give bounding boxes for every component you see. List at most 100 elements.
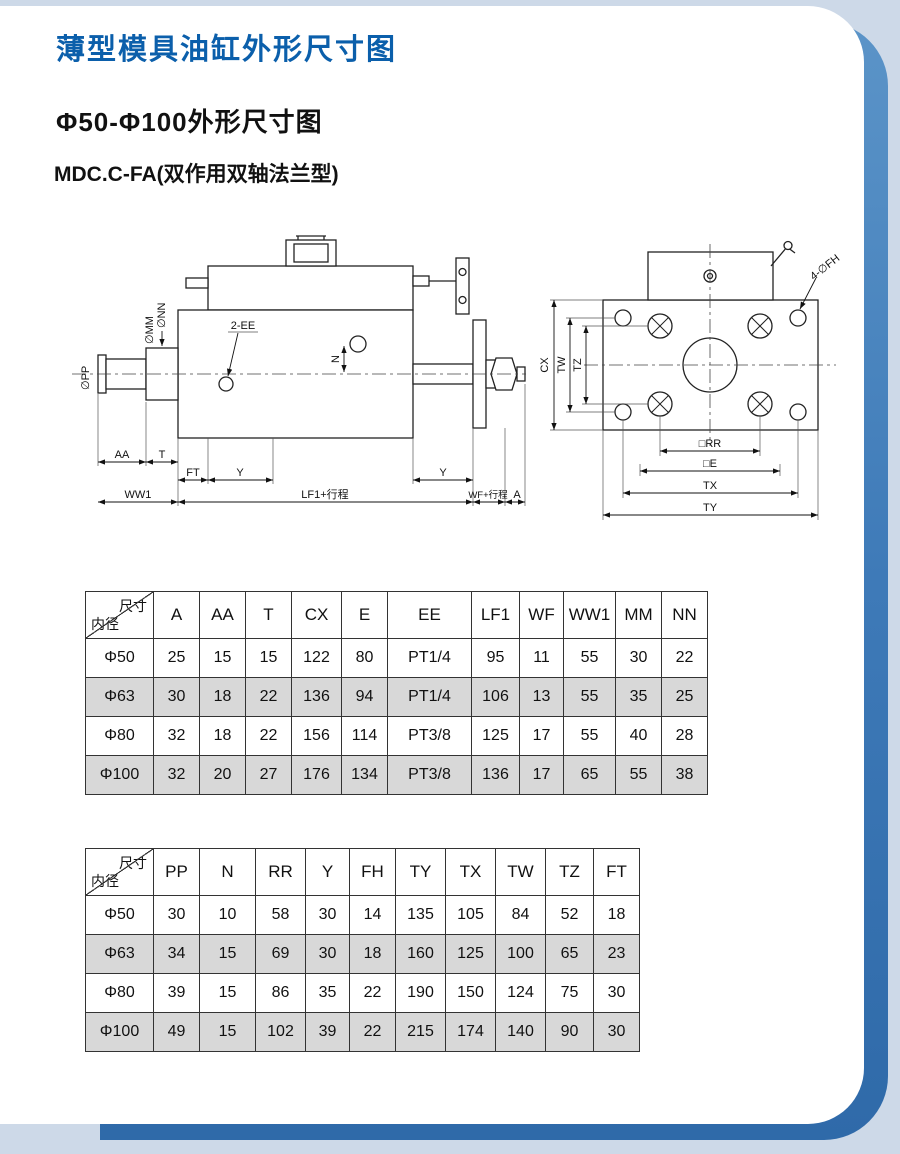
row-label: Φ80: [85, 973, 154, 1013]
table-cell: 90: [545, 1012, 594, 1052]
col-header: TZ: [545, 848, 594, 896]
row-label: Φ63: [85, 934, 154, 974]
table-cell: 22: [349, 1012, 396, 1052]
table-row: Φ80 32 18 22 156 114 PT3/8 125 17 55 40 …: [85, 716, 708, 756]
table-cell: 124: [495, 973, 546, 1013]
table-cell: 23: [593, 934, 640, 974]
table-cell: 30: [615, 638, 662, 678]
table-cell: 75: [545, 973, 594, 1013]
table-cell: 25: [661, 677, 708, 717]
front-view-drawing: CX TW TZ 4-∅FH □RR □E TX TY: [539, 240, 842, 520]
table2-corner-cell: 尺寸 内径: [85, 848, 154, 896]
table-cell: 20: [199, 755, 246, 795]
table-cell: 30: [153, 895, 200, 935]
table-cell: 94: [341, 677, 388, 717]
dimension-table-1: 尺寸 内径 A AA T CX E EE LF1 WF WW1 MM NN Φ5…: [85, 591, 708, 795]
table-cell: 136: [291, 677, 342, 717]
table-cell: 15: [245, 638, 292, 678]
col-header: EE: [387, 591, 472, 639]
table-cell: 22: [245, 716, 292, 756]
table-cell: 35: [305, 973, 350, 1013]
table-cell: 32: [153, 716, 200, 756]
extension-lines: [97, 331, 526, 506]
table-cell: 95: [471, 638, 520, 678]
dim-label-ee: 2-EE: [231, 320, 255, 332]
table-cell: 30: [305, 934, 350, 974]
table-cell: 17: [519, 755, 564, 795]
dim-label-a: A: [513, 489, 521, 501]
corner-hole: [789, 403, 807, 421]
table-row: Φ80 39 15 86 35 22 190 150 124 75 30: [85, 973, 640, 1013]
table-cell: 22: [245, 677, 292, 717]
section-subtitle: Φ50-Φ100外形尺寸图: [56, 107, 323, 137]
dim-label-wf: WF+行程: [468, 489, 508, 501]
table-row: Φ100 32 20 27 176 134 PT3/8 136 17 65 55…: [85, 755, 708, 795]
port-hole: [218, 376, 234, 392]
table-cell: 106: [471, 677, 520, 717]
col-header: AA: [199, 591, 246, 639]
corner-label-size: 尺寸: [119, 855, 147, 871]
dim-label-t: T: [159, 449, 166, 461]
col-header: CX: [291, 591, 342, 639]
table-cell: PT3/8: [387, 716, 472, 756]
col-header: FH: [349, 848, 396, 896]
table-cell: 30: [593, 1012, 640, 1052]
table-cell: 22: [661, 638, 708, 678]
table-cell: 25: [153, 638, 200, 678]
table-cell: 80: [341, 638, 388, 678]
table-cell: 15: [199, 934, 256, 974]
dim-label-tx: TX: [703, 480, 718, 492]
dim-label-y1: Y: [236, 467, 244, 479]
table-cell: 105: [445, 895, 496, 935]
table-cell: 30: [593, 973, 640, 1013]
col-header: E: [341, 591, 388, 639]
corner-label-bore: 内径: [91, 873, 119, 889]
page-title: 薄型模具油缸外形尺寸图: [56, 34, 398, 66]
table-cell: 52: [545, 895, 594, 935]
dim-label-fh: 4-∅FH: [808, 252, 842, 282]
table-cell: 84: [495, 895, 546, 935]
corner-hole: [789, 309, 807, 327]
dim-label-rr: □RR: [699, 438, 722, 450]
table-cell: 160: [395, 934, 446, 974]
table-cell: 27: [245, 755, 292, 795]
table-cell: 22: [349, 973, 396, 1013]
col-header: N: [199, 848, 256, 896]
table-row: Φ63 34 15 69 30 18 160 125 100 65 23: [85, 934, 640, 974]
extension-lines: [550, 299, 819, 520]
table-cell: 136: [471, 755, 520, 795]
table-cell: 18: [199, 677, 246, 717]
center-lines: [584, 244, 836, 446]
table-cell: 135: [395, 895, 446, 935]
dim-label-ww1: WW1: [125, 489, 152, 501]
table-cell: 39: [153, 973, 200, 1013]
col-header: RR: [255, 848, 306, 896]
col-header: MM: [615, 591, 662, 639]
table-cell: 102: [255, 1012, 306, 1052]
dim-label-tw: TW: [556, 356, 568, 374]
bolt-cross-marks: [651, 317, 769, 413]
flange-assembly: [602, 240, 819, 431]
dim-label-ty: TY: [703, 502, 718, 514]
table-cell: 18: [349, 934, 396, 974]
table-cell: 38: [661, 755, 708, 795]
table-row: Φ100 49 15 102 39 22 215 174 140 90 30: [85, 1012, 640, 1052]
table-cell: 17: [519, 716, 564, 756]
table-cell: 55: [563, 716, 616, 756]
table-cell: 190: [395, 973, 446, 1013]
dim-label-lf1: LF1+行程: [301, 488, 348, 501]
table-cell: 13: [519, 677, 564, 717]
table-cell: 55: [615, 755, 662, 795]
table-cell: 86: [255, 973, 306, 1013]
model-label: MDC.C-FA(双作用双轴法兰型): [54, 163, 339, 186]
port-hole: [349, 335, 367, 353]
table-cell: 114: [341, 716, 388, 756]
dim-label-nn: ∅NN: [156, 302, 168, 328]
table-cell: 30: [305, 895, 350, 935]
col-header: TX: [445, 848, 496, 896]
table-cell: 176: [291, 755, 342, 795]
table-cell: 15: [199, 1012, 256, 1052]
table-cell: 69: [255, 934, 306, 974]
col-header: A: [153, 591, 200, 639]
side-view-drawing: 2-EE N ∅NN ∅MM ∅PP AA T FT Y Y WW1 LF1+行…: [72, 235, 526, 506]
